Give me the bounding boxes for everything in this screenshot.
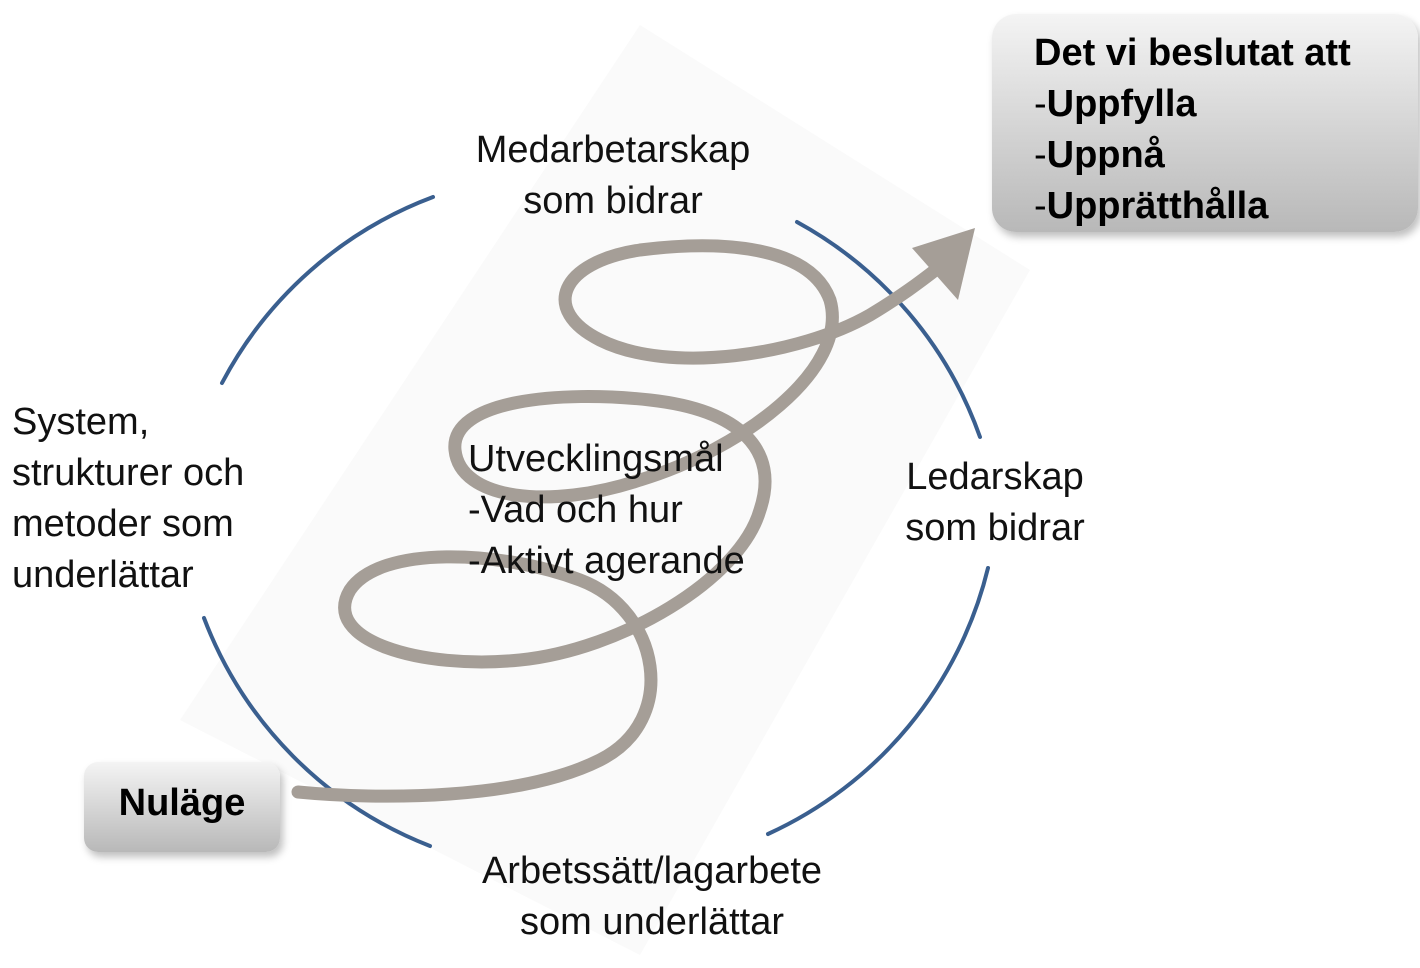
goal-item: -Uppfylla [1034,83,1197,125]
bottom-label-line1: Arbetssätt/lagarbete [481,850,823,892]
left-label-line2: strukturer och [12,452,245,494]
left-label-line4: underlättar [12,554,194,596]
goal-item: -Uppnå [1034,134,1165,176]
right-label: Ledarskap som bidrar [890,452,1100,554]
right-label-line1: Ledarskap [906,456,1084,498]
center-item: -Vad och hur [468,489,683,531]
current-state-box: Nuläge [84,762,280,852]
circle-arc-top-left [220,195,435,385]
current-state-label: Nuläge [118,782,246,824]
center-title: Utvecklingsmål [468,438,724,480]
top-label: Medarbetarskap som bidrar [458,125,768,227]
right-label-line2: som bidrar [905,507,1085,549]
goal-box: Det vi beslutat att -Uppfylla -Uppnå -Up… [992,14,1418,232]
bottom-label-line2: som underlättar [519,901,784,943]
circle-arc-bottom-right [766,566,990,836]
cycle-circle [202,195,990,848]
circle-arc-top-right [795,220,982,439]
top-label-line1: Medarbetarskap [475,129,751,171]
goal-title: Det vi beslutat att [1034,32,1351,74]
bottom-label: Arbetssätt/lagarbete som underlättar [452,846,852,948]
top-label-line2: som bidrar [523,180,703,222]
center-item: -Aktivt agerande [468,540,745,582]
left-label: System, strukturer och metoder som under… [12,397,244,601]
goal-item: -Upprätthålla [1034,185,1269,227]
spiral-arrow [291,228,975,803]
left-label-line3: metoder som [12,503,234,545]
arrow-head [912,228,975,300]
center-label: Utvecklingsmål -Vad och hur -Aktivt ager… [468,434,745,587]
spiral-path [291,239,945,803]
circle-arc-bottom-left [202,616,432,848]
left-label-line1: System, [12,401,150,443]
